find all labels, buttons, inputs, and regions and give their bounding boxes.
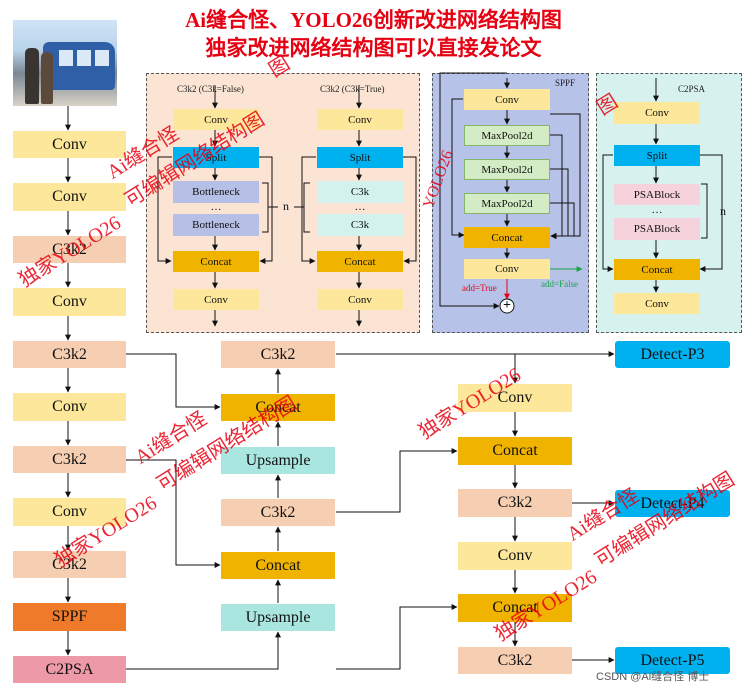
title-line-2: 独家改进网络结构图可以直接发论文 [205, 36, 542, 60]
c3k2-false-split[interactable]: Split [173, 147, 259, 168]
neck-c3k2-b[interactable]: C3k2 [458, 647, 572, 674]
c3k2-true-split[interactable]: Split [317, 147, 403, 168]
sppf-add-icon: + [503, 298, 511, 313]
c3k2-false-bottleneck-1[interactable]: Bottleneck [173, 181, 259, 203]
backbone-c3k2-4[interactable]: C3k2 [13, 551, 126, 578]
title-line-1: Ai缝合怪、YOLO26创新改进网络结构图 [185, 8, 562, 32]
input-image [13, 20, 117, 106]
detect-p3[interactable]: Detect-P3 [615, 341, 730, 368]
neck-concat-b[interactable]: Concat [458, 594, 572, 622]
detect-p5[interactable]: Detect-P5 [615, 647, 730, 674]
backbone-conv-4[interactable]: Conv [13, 393, 126, 421]
c2psa-concat[interactable]: Concat [614, 259, 700, 280]
backbone-sppf[interactable]: SPPF [13, 603, 126, 631]
backbone-c3k2-1[interactable]: C3k2 [13, 236, 126, 263]
person-shape [41, 52, 53, 104]
sppf-panel-title: SPPF [555, 78, 576, 88]
bus-window [59, 50, 73, 66]
c3k2-true-c3k-2[interactable]: C3k [317, 214, 403, 236]
sppf-conv-in[interactable]: Conv [464, 89, 550, 110]
c3k2-n-label: n [283, 198, 289, 213]
backbone-c3k2-2[interactable]: C3k2 [13, 341, 126, 368]
c2psa-n-label: n [720, 203, 726, 218]
detect-p4[interactable]: Detect-P4 [615, 490, 730, 517]
sppf-maxpool-3[interactable]: MaxPool2d [464, 193, 550, 214]
person-shape [25, 48, 39, 104]
backbone-conv-1[interactable]: Conv [13, 131, 126, 158]
c3k2-true-concat[interactable]: Concat [317, 251, 403, 272]
neck-concat-a[interactable]: Concat [458, 437, 572, 465]
bus-window [95, 50, 109, 66]
c3k2-true-conv-in[interactable]: Conv [317, 109, 403, 130]
neck-upsample-top[interactable]: Upsample [221, 447, 335, 474]
neck-conv-b[interactable]: Conv [458, 542, 572, 570]
c2psa-conv-in[interactable]: Conv [614, 102, 700, 124]
c3k2-false-dots: … [210, 201, 222, 213]
c3k2-true-title: C3k2 (C3k=True) [320, 84, 385, 94]
c3k2-false-title: C3k2 (C3k=False) [177, 84, 244, 94]
backbone-c2psa[interactable]: C2PSA [13, 656, 126, 683]
sppf-add-true-label: add=True [462, 283, 497, 293]
sppf-conv-out[interactable]: Conv [464, 259, 550, 279]
sppf-add-false-label: add=False [541, 279, 579, 289]
c2psa-dots: … [651, 204, 663, 216]
neck-c3k2-top[interactable]: C3k2 [221, 341, 335, 368]
c3k2-true-dots: … [354, 201, 366, 213]
neck-concat-top[interactable]: Concat [221, 394, 335, 421]
c2psa-conv-out[interactable]: Conv [614, 293, 700, 314]
backbone-conv-2[interactable]: Conv [13, 183, 126, 211]
backbone-conv-3[interactable]: Conv [13, 288, 126, 316]
c3k2-true-c3k-1[interactable]: C3k [317, 181, 403, 203]
c2psa-psablock-1[interactable]: PSABlock [614, 184, 700, 205]
neck-concat-mid[interactable]: Concat [221, 552, 335, 579]
neck-c3k2-a[interactable]: C3k2 [458, 489, 572, 517]
c3k2-false-bottleneck-2[interactable]: Bottleneck [173, 214, 259, 236]
neck-c3k2-mid[interactable]: C3k2 [221, 499, 335, 526]
bus-window [77, 50, 91, 66]
neck-upsample-bottom[interactable]: Upsample [221, 604, 335, 631]
c3k2-false-conv-in[interactable]: Conv [173, 109, 259, 130]
c2psa-panel-title: C2PSA [678, 84, 706, 94]
c3k2-false-concat[interactable]: Concat [173, 251, 259, 272]
c3k2-true-conv-out[interactable]: Conv [317, 289, 403, 310]
backbone-c3k2-3[interactable]: C3k2 [13, 446, 126, 473]
c3k2-false-conv-out[interactable]: Conv [173, 289, 259, 310]
backbone-conv-5[interactable]: Conv [13, 498, 126, 526]
sppf-maxpool-1[interactable]: MaxPool2d [464, 125, 550, 146]
sppf-concat[interactable]: Concat [464, 227, 550, 248]
c2psa-split[interactable]: Split [614, 145, 700, 166]
c2psa-psablock-2[interactable]: PSABlock [614, 218, 700, 240]
footer-credit: CSDN @Ai缝合怪 博士 [596, 671, 710, 683]
sppf-maxpool-2[interactable]: MaxPool2d [464, 159, 550, 180]
neck-conv-a[interactable]: Conv [458, 384, 572, 412]
